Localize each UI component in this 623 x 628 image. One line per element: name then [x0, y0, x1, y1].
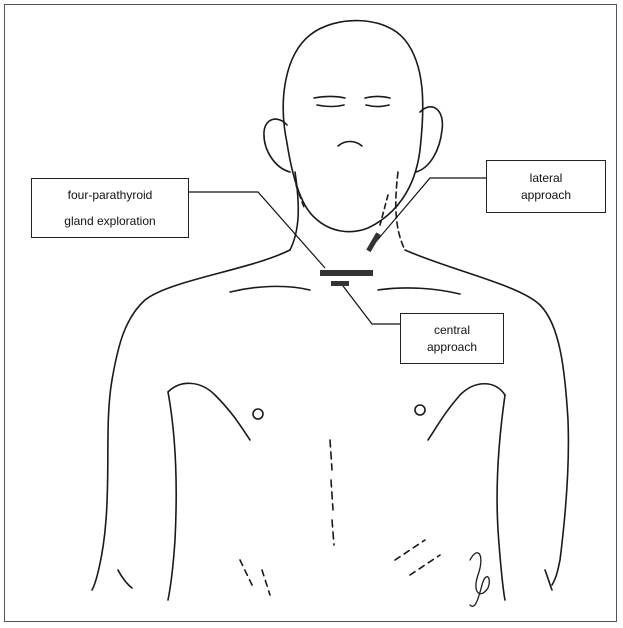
label-lateral-approach: lateral approach: [486, 160, 606, 213]
right-nipple: [415, 405, 425, 415]
label-central-line2: approach: [427, 339, 477, 356]
label-lateral-line1: lateral: [530, 170, 563, 187]
label-four-parathyroid-gland-exploration: four-parathyroid gland exploration: [31, 178, 189, 238]
artist-signature: [470, 553, 489, 607]
right-shoulder: [405, 250, 568, 585]
label-central-approach: central approach: [400, 313, 504, 364]
right-abdominal-line: [395, 540, 440, 575]
right-eye-lid: [366, 105, 389, 107]
right-ear: [416, 107, 442, 172]
lateral-leader: [374, 178, 486, 244]
right-clavicle: [378, 288, 460, 294]
right-arm-inner-lower: [497, 395, 505, 600]
left-arm-inner-lower: [168, 392, 176, 600]
neck-right: [396, 172, 405, 250]
left-abdominal-line: [240, 560, 270, 595]
label-lateral-line2: approach: [521, 187, 571, 204]
neck-right-inner: [380, 195, 388, 225]
right-hip: [545, 570, 552, 590]
left-ear: [264, 119, 290, 172]
label-four-parathyroid-line1: four-parathyroid: [68, 182, 153, 208]
label-four-parathyroid-line2: gland exploration: [64, 208, 155, 234]
left-clavicle: [230, 286, 310, 292]
left-shoulder: [92, 250, 290, 590]
incision-lateral: [366, 232, 380, 252]
left-hip: [118, 570, 132, 588]
incision-four-parathyroid: [320, 270, 373, 276]
neck-left: [290, 172, 298, 250]
left-arm-inner: [168, 383, 250, 440]
head-outline: [283, 21, 423, 232]
incision-central: [331, 281, 349, 286]
left-nipple: [253, 409, 263, 419]
right-arm-inner: [428, 384, 505, 440]
right-eye: [365, 97, 390, 99]
left-eye-lid: [317, 105, 344, 107]
left-eye: [314, 97, 345, 99]
linea-alba: [330, 440, 334, 545]
mouth: [338, 142, 362, 147]
label-central-line1: central: [434, 322, 470, 339]
